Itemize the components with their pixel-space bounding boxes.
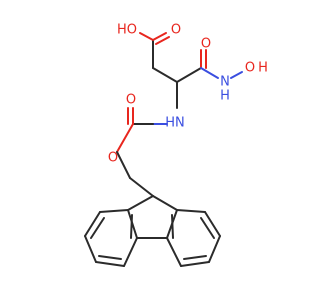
carbamate-group (116, 81, 178, 197)
bond-rb-d3 (171, 214, 174, 239)
bond-acid-co-1 (152, 32, 167, 41)
bond-lb-4 (95, 261, 125, 267)
bond-acid-co-2 (155, 36, 170, 45)
bond-camide-n (200, 67, 219, 79)
bond-rb-d2 (183, 255, 207, 260)
structure-canvas: HO O O N H O H HN O O (84, 23, 268, 267)
label-carbamate-nh: HN (165, 116, 185, 131)
label-amide-h: H (220, 89, 230, 104)
label-amide-carbonyl-o: O (201, 37, 211, 52)
bond-o-ch2 (116, 151, 131, 179)
bond-rb-d1 (200, 217, 215, 239)
bond-lb-d2 (98, 255, 122, 260)
label-carbamate-ester-o: O (108, 151, 118, 166)
bond-rb-5 (166, 237, 182, 267)
hydroxamic-amide-group (176, 49, 243, 83)
fluorene-ring-system (84, 195, 221, 267)
carboxylic-acid-group (139, 32, 178, 83)
bond-rb-3 (208, 235, 221, 263)
bond-c9-right (152, 195, 178, 211)
molecule-drawing: HO O O N H O H HN O O (84, 23, 268, 267)
bond-rb-4 (180, 261, 210, 267)
bond-lb-3 (84, 235, 97, 263)
bond-ch2-calpha (152, 67, 178, 83)
bond-lb-2 (84, 211, 101, 237)
bond-lb-1 (99, 209, 129, 213)
label-carbamate-carbonyl-o: O (126, 93, 136, 108)
bond-lb-d1 (90, 217, 105, 239)
bond-rb-1 (176, 209, 206, 213)
label-amide-n: N (220, 75, 230, 90)
bond-acid-oh (139, 32, 154, 41)
bond-ch2-c9 (129, 177, 154, 197)
label-hydroxyl-o: O (245, 61, 255, 76)
bond-c9-left (127, 195, 154, 211)
label-acid-oh: HO (117, 23, 137, 38)
bond-calpha-camide (176, 67, 202, 83)
bond-lb-d3 (130, 214, 133, 239)
bond-rb-2 (204, 211, 221, 237)
label-acid-carbonyl-o: O (171, 23, 181, 38)
bond-carb-co-ester (116, 123, 134, 153)
label-hydroxyl-h: H (258, 61, 268, 76)
atom-labels: HO O O N H O H HN O O (108, 23, 268, 166)
bond-lb-5 (123, 237, 138, 267)
bond-n-o (230, 71, 243, 79)
